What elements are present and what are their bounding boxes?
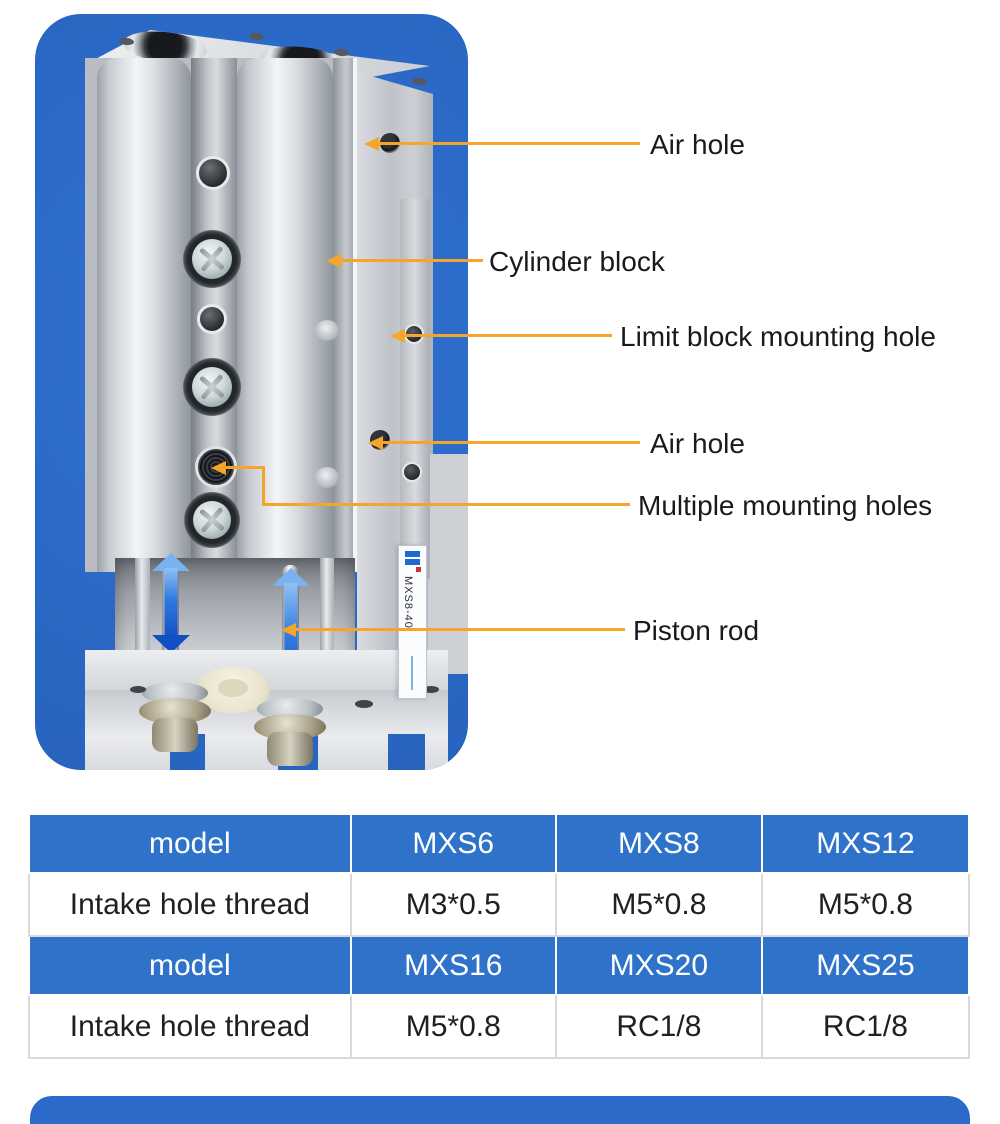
callout-line-air-hole-top — [364, 136, 640, 151]
table-row: Intake hole thread M5*0.8 RC1/8 RC1/8 — [28, 994, 971, 1059]
table-cell: RC1/8 — [760, 994, 971, 1059]
callout-label-limit-block: Limit block mounting hole — [620, 321, 936, 352]
cylinder-tube — [237, 58, 333, 572]
model-sticker: MXS8-40 — [398, 545, 427, 699]
table-row: Intake hole thread M3*0.5 M5*0.8 M5*0.8 — [28, 872, 971, 937]
sticker-model-text: MXS8-40 — [402, 576, 414, 629]
callout-label-piston-rod: Piston rod — [633, 615, 760, 646]
screw-icon — [183, 358, 241, 416]
table-cell: Intake hole thread — [28, 994, 352, 1059]
stroke-direction-arrow-icon — [152, 553, 190, 653]
dimple-hole-icon — [315, 320, 339, 341]
limit-block-strip — [400, 199, 430, 579]
mounting-hole-icon — [196, 156, 230, 190]
callout-line-multi-hole-c — [262, 503, 630, 506]
rod-nut-icon — [267, 732, 313, 766]
table-row: model MXS6 MXS8 MXS12 — [28, 813, 971, 874]
table-header-cell: MXS12 — [760, 813, 971, 874]
table-header-cell: MXS25 — [760, 935, 971, 996]
table-cell: M5*0.8 — [554, 872, 763, 937]
table-row: model MXS16 MXS20 MXS25 — [28, 935, 971, 996]
callout-line-multi-hole-b — [262, 466, 265, 506]
callout-label-cylinder-block: Cylinder block — [489, 246, 665, 277]
dimple-hole-icon — [315, 467, 339, 488]
callout-label-air-hole-top: Air hole — [650, 129, 745, 160]
top-hole-icon — [248, 32, 265, 41]
spec-table: model MXS6 MXS8 MXS12 Intake hole thread… — [28, 813, 971, 1059]
table-header-cell: MXS16 — [349, 935, 557, 996]
callout-line-cylinder-block — [326, 253, 483, 268]
guide-column — [135, 558, 150, 666]
brand-logo-icon — [405, 551, 420, 557]
rod-nut-icon — [152, 718, 198, 752]
table-cell: Intake hole thread — [28, 872, 352, 937]
guide-column — [320, 558, 334, 654]
cylinder-edge-highlight — [353, 58, 357, 572]
callout-line-piston-rod — [281, 622, 625, 637]
sticker-decoration — [411, 656, 413, 690]
base-hole-icon — [423, 686, 439, 693]
top-hole-icon — [411, 77, 428, 86]
table-header-cell: MXS8 — [554, 813, 763, 874]
cylinder-right-strip — [333, 58, 355, 572]
table-cell: M5*0.8 — [760, 872, 971, 937]
table-header-cell: MXS6 — [349, 813, 557, 874]
base-hole-icon — [355, 700, 373, 708]
mounting-hole-icon — [197, 304, 227, 334]
product-panel: MXS8-40 — [35, 14, 468, 770]
callout-line-limit-block — [390, 328, 612, 343]
callout-label-air-hole-bottom: Air hole — [650, 428, 745, 459]
callout-line-multi-hole-a — [211, 460, 265, 475]
brand-logo-icon — [416, 567, 421, 572]
table-cell: RC1/8 — [554, 994, 763, 1059]
table-header-cell: model — [28, 813, 352, 874]
cylinder-tube — [97, 58, 191, 572]
rear-riser — [428, 454, 468, 674]
callout-label-multi-hole: Multiple mounting holes — [638, 490, 933, 521]
screw-icon — [184, 492, 240, 548]
callout-line-air-hole-bottom — [368, 435, 640, 450]
next-section-panel-edge — [30, 1096, 970, 1124]
table-cell: M5*0.8 — [349, 994, 557, 1059]
screw-icon — [183, 230, 241, 288]
limit-block-mounting-hole-icon — [402, 462, 422, 482]
brand-logo-icon — [405, 559, 420, 565]
table-header-cell: model — [28, 935, 352, 996]
table-header-cell: MXS20 — [554, 935, 763, 996]
base-hole-icon — [130, 686, 146, 693]
table-cell: M3*0.5 — [349, 872, 557, 937]
